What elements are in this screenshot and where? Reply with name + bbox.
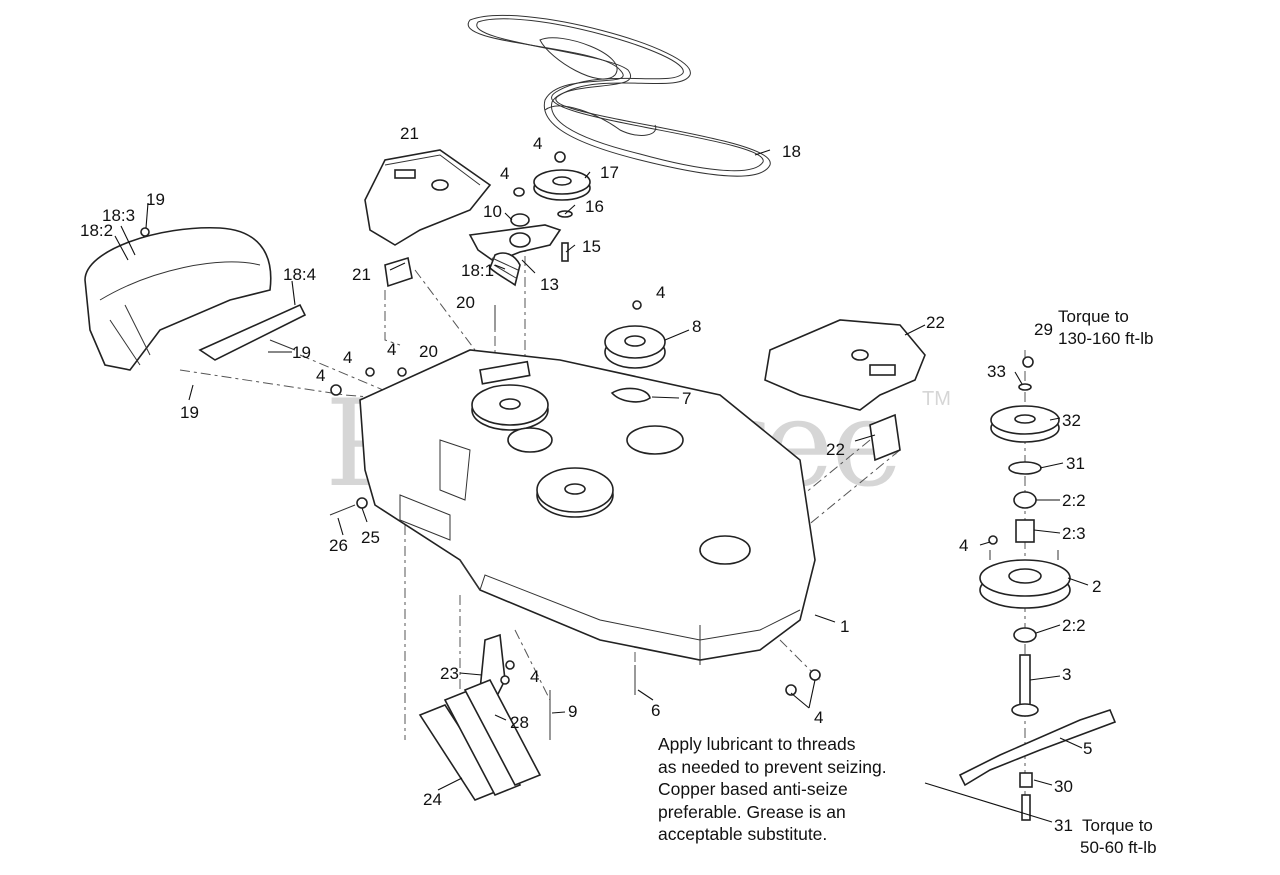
lubricant-note-line: preferable. Grease is an xyxy=(658,801,846,822)
leader-lines xyxy=(114,149,1089,823)
callout-18-1: 18:3 xyxy=(102,206,135,225)
callout-21: 21 xyxy=(400,124,419,143)
callout-13: 15 xyxy=(582,237,601,256)
callout-27: 28 xyxy=(510,713,529,732)
callout-19a: 19 xyxy=(180,403,199,422)
callout-20b: 22 xyxy=(826,440,845,459)
deck-cover-22 xyxy=(764,319,926,411)
callout-14: 16 xyxy=(585,197,604,216)
baffle-plates-24 xyxy=(418,678,542,801)
callout-5: 5 xyxy=(1083,739,1092,758)
torque-note-28-line1: Torque to xyxy=(1058,307,1129,326)
callout-6: 6 xyxy=(651,701,660,720)
callout-9: 9 xyxy=(568,702,577,721)
callout-2-2a: 2:2 xyxy=(1062,491,1086,510)
callout-4a: 4 xyxy=(533,134,542,153)
callout-18-4: 19 xyxy=(146,190,165,209)
callout-4g: 4 xyxy=(814,708,823,727)
deck-cover-21 xyxy=(364,149,492,246)
callout-10: 10 xyxy=(483,202,502,221)
callout-32: 32 xyxy=(1062,411,1081,430)
callout-7: 7 xyxy=(682,389,691,408)
discharge-chute-18 xyxy=(84,226,272,371)
torque-note-28: Torque to 130-160 ft-lb xyxy=(1058,307,1153,348)
watermark-trademark: TM xyxy=(922,388,951,410)
callout-24: 24 xyxy=(423,790,442,809)
callout-19b: 20 xyxy=(456,293,475,312)
callout-4i: 4 xyxy=(959,536,968,555)
callout-4e: 4 xyxy=(316,366,325,385)
callout-23: 23 xyxy=(440,664,459,683)
callout-4f: 4 xyxy=(656,283,665,302)
callout-25: 25 xyxy=(361,528,380,547)
callout-18-3: 19 xyxy=(292,343,311,362)
callout-4d: 4 xyxy=(387,340,396,359)
torque-note-28-line2: 130-160 ft-lb xyxy=(1058,329,1153,348)
callout-4b: 4 xyxy=(500,164,509,183)
callout-30: 31 xyxy=(1054,816,1073,835)
torque-note-30: Torque to 50-60 ft-lb xyxy=(1080,816,1157,857)
belt-16 xyxy=(467,14,771,177)
callout-19c: 20 xyxy=(419,342,438,361)
lubricant-note-line: as needed to prevent seizing. xyxy=(658,756,887,777)
callout-33: 33 xyxy=(987,362,1006,381)
callout-26: 26 xyxy=(329,536,348,555)
callout-31: 31 xyxy=(1066,454,1085,473)
callout-20a: 21 xyxy=(352,265,371,284)
callout-8: 8 xyxy=(692,317,701,336)
torque-note-30-line1: Torque to xyxy=(1082,816,1153,835)
callout-16: 18 xyxy=(782,142,801,161)
callout-4c: 4 xyxy=(343,348,352,367)
chute-bracket xyxy=(198,303,307,361)
callout-labels: 18 4 17 4 16 10 15 18:1 13 21 18:2 18:3 … xyxy=(80,124,1101,835)
callout-3: 3 xyxy=(1062,665,1071,684)
callout-2-2b: 2:2 xyxy=(1062,616,1086,635)
callout-2-3: 2:3 xyxy=(1062,524,1086,543)
lubricant-note-line: Copper based anti-seize xyxy=(658,779,848,799)
callout-28: 29 xyxy=(1034,320,1053,339)
callout-18-2: 18:4 xyxy=(283,265,316,284)
callout-1: 1 xyxy=(840,617,849,636)
idler-arm-assembly xyxy=(468,187,573,287)
torque-note-30-line2: 50-60 ft-lb xyxy=(1080,838,1157,857)
callout-17: 18:1 xyxy=(461,261,494,280)
callout-4h: 4 xyxy=(530,667,539,686)
callout-2: 2 xyxy=(1092,577,1101,596)
pulley-8 xyxy=(604,300,666,403)
lubricant-note-line: Apply lubricant to threads xyxy=(658,734,856,754)
callout-15: 17 xyxy=(600,163,619,182)
callout-12: 13 xyxy=(540,275,559,294)
lubricant-note: Apply lubricant to threads as needed to … xyxy=(658,733,887,846)
callout-29: 30 xyxy=(1054,777,1073,796)
pins xyxy=(329,256,901,740)
lubricant-note-line: acceptable substitute. xyxy=(658,824,828,844)
mower-deck-1 xyxy=(359,349,816,665)
callout-18: 18:2 xyxy=(80,221,113,240)
callout-22: 22 xyxy=(926,313,945,332)
pulley-15 xyxy=(533,151,591,201)
